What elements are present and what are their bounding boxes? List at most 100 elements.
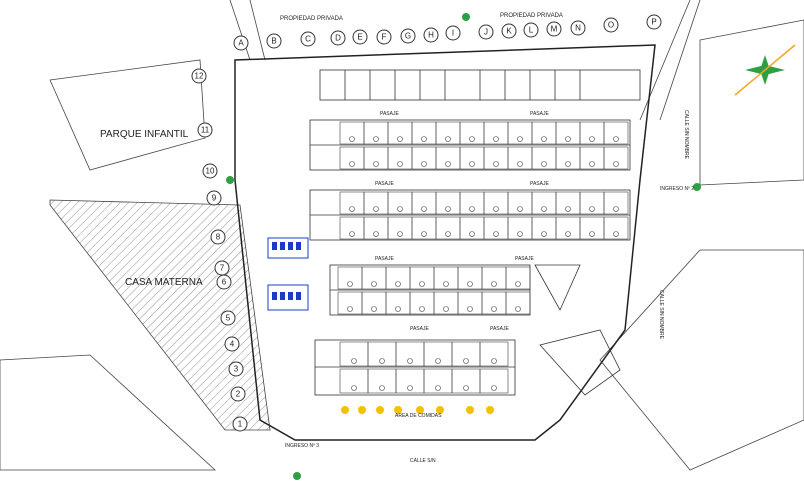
stall-cell: [395, 341, 425, 367]
restroom-fixtures: [267, 237, 309, 311]
svg-text:B: B: [271, 37, 276, 46]
stall-cell: [481, 266, 507, 290]
stall-fixture: [541, 161, 547, 167]
stall-fixture: [347, 281, 353, 287]
stall-cell: [579, 216, 605, 240]
grid-row-6: 6: [216, 274, 232, 290]
stall-fixture: [493, 206, 499, 212]
stall-cell: [507, 121, 533, 145]
grid-row-5: 5: [220, 310, 236, 326]
label-calle-right-bottom: CALLE SIN NOMBRE: [658, 290, 664, 340]
stall-fixture: [463, 385, 469, 391]
svg-text:L: L: [529, 26, 534, 35]
stall-fixture: [469, 136, 475, 142]
stall-fixture: [515, 281, 521, 287]
stall-cell: [339, 191, 365, 215]
label-pasaje-8: PASAJE: [490, 326, 509, 332]
stall-cell: [531, 216, 557, 240]
stall-row-3: [329, 264, 531, 316]
label-parque-infantil: PARQUE INFANTIL: [100, 129, 189, 140]
stall-cell: [459, 191, 485, 215]
stall-cell: [531, 191, 557, 215]
label-ingreso-2: INGRESO Nº 2: [660, 186, 694, 192]
north-arrow-icon: [734, 44, 796, 96]
svg-text:6: 6: [222, 278, 227, 287]
stall-cell: [531, 146, 557, 170]
stall-cell: [555, 146, 581, 170]
label-ingreso-3: INGRESO Nº 3: [285, 443, 319, 449]
svg-text:10: 10: [206, 167, 215, 176]
stall-fixture: [517, 206, 523, 212]
stall-fixture: [493, 136, 499, 142]
stall-fixture: [613, 206, 619, 212]
grid-column-g: G: [400, 28, 416, 44]
stall-cell: [387, 216, 413, 240]
stall-fixture: [407, 358, 413, 364]
stall-fixture: [463, 358, 469, 364]
grid-column-e: E: [352, 29, 368, 45]
stall-cell: [451, 368, 481, 394]
grid-row-3: 3: [228, 361, 244, 377]
stall-fixture: [589, 161, 595, 167]
grid-column-p: P: [646, 14, 662, 30]
stall-cell: [435, 146, 461, 170]
stall-fixture: [351, 358, 357, 364]
stall-fixture: [491, 385, 497, 391]
stall-fixture: [397, 206, 403, 212]
site-outline: [234, 44, 656, 441]
stall-cell: [411, 191, 437, 215]
stall-cell: [367, 368, 397, 394]
svg-text:11: 11: [201, 126, 210, 135]
stall-fixture: [493, 161, 499, 167]
stall-fixture: [421, 161, 427, 167]
stall-cell: [603, 121, 629, 145]
stall-fixture: [351, 385, 357, 391]
stall-cell: [363, 216, 389, 240]
grid-column-b: B: [266, 33, 282, 49]
stall-cell: [457, 291, 483, 315]
svg-text:J: J: [484, 28, 488, 37]
stall-cells: [337, 121, 629, 394]
svg-text:12: 12: [195, 72, 204, 81]
stall-cell: [435, 191, 461, 215]
stall-cell: [451, 341, 481, 367]
stall-cell: [385, 266, 411, 290]
svg-text:F: F: [382, 33, 387, 42]
stall-cell: [435, 216, 461, 240]
stall-cell: [361, 291, 387, 315]
label-pasaje-2: PASAJE: [530, 111, 549, 117]
stall-cell: [423, 341, 453, 367]
stall-cell: [433, 291, 459, 315]
stall-row-4: [314, 339, 516, 396]
stall-fixture: [379, 358, 385, 364]
stall-cell: [483, 146, 509, 170]
grid-column-l: L: [523, 22, 539, 38]
stall-cell: [339, 368, 369, 394]
stall-fixture: [467, 281, 473, 287]
stall-fixture: [517, 231, 523, 237]
stall-cell: [339, 216, 365, 240]
stall-row-2: [309, 189, 631, 241]
grid-row-2: 2: [230, 386, 246, 402]
stall-fixture: [435, 385, 441, 391]
stall-fixture: [467, 306, 473, 312]
stall-fixture: [347, 306, 353, 312]
stall-fixture: [517, 136, 523, 142]
stall-fixture: [445, 231, 451, 237]
grid-row-1: 1: [232, 416, 248, 432]
svg-text:O: O: [608, 21, 614, 30]
stall-cell: [363, 121, 389, 145]
stall-cell: [387, 191, 413, 215]
stall-fixture: [493, 231, 499, 237]
stall-fixture: [589, 231, 595, 237]
grid-row-10: 10: [202, 163, 218, 179]
svg-text:7: 7: [220, 264, 225, 273]
stall-fixture: [395, 281, 401, 287]
stall-fixture: [589, 136, 595, 142]
stall-fixture: [613, 231, 619, 237]
grid-row-7: 7: [214, 260, 230, 276]
svg-text:E: E: [357, 33, 362, 42]
